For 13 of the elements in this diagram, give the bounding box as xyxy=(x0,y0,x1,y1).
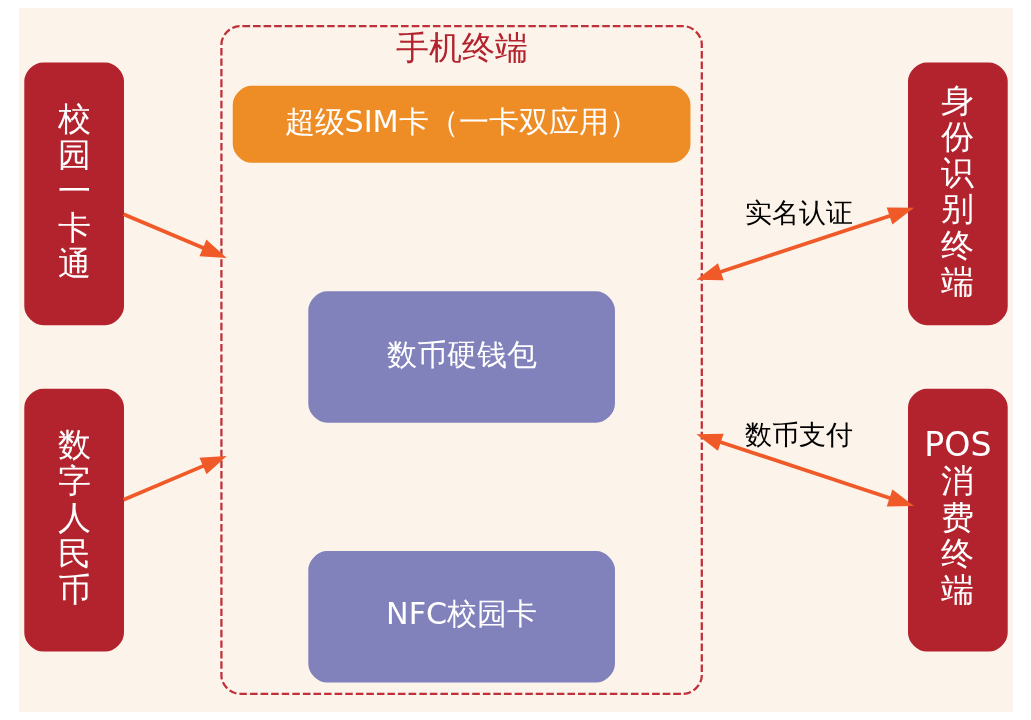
arrow xyxy=(695,433,914,507)
node-box: 数字人民币 xyxy=(23,388,124,652)
arrow xyxy=(122,456,227,502)
node-box: 超级SIM卡（一卡双应用） xyxy=(232,85,690,163)
edge-label: 实名认证 xyxy=(744,196,853,228)
edge-label: 数币支付 xyxy=(744,418,853,450)
arrow xyxy=(122,212,227,258)
node-box: 校园一卡通 xyxy=(23,62,124,326)
node-box: NFC校园卡 xyxy=(307,551,615,683)
node-box: 身份识别终端 xyxy=(907,62,1008,326)
arrow xyxy=(695,207,914,281)
node-box: POS 消费终端 xyxy=(907,388,1008,652)
node-box: 数币硬钱包 xyxy=(307,291,615,423)
